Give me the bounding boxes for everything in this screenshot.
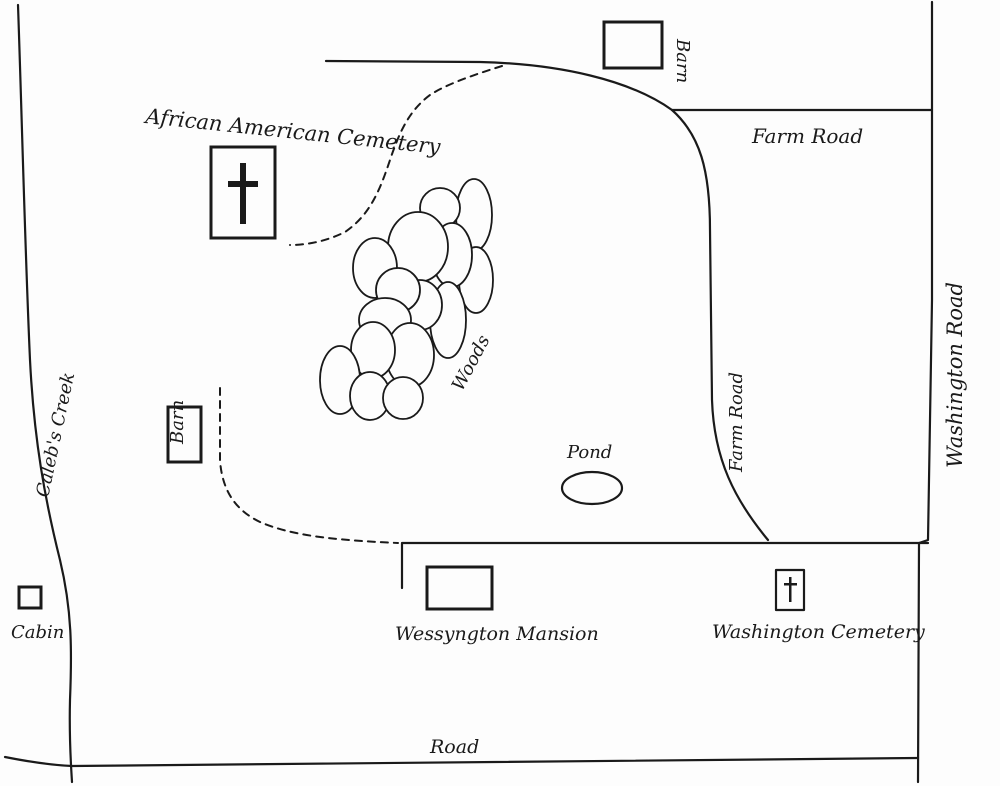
african-american-cemetery-label: African American Cemetery bbox=[142, 104, 442, 159]
tree-icon bbox=[382, 376, 424, 420]
farm-road-top-label: Farm Road bbox=[751, 124, 863, 148]
road-label: Road bbox=[429, 736, 479, 758]
washington-cemetery-label: Washington Cemetery bbox=[712, 621, 925, 643]
calebs-creek-label: Caleb's Creek bbox=[32, 371, 79, 500]
cabin-label: Cabin bbox=[11, 622, 64, 643]
calebs-creek-line bbox=[16, 3, 74, 784]
dashed-path-left bbox=[219, 387, 399, 544]
barn-left-building bbox=[166, 405, 203, 464]
washington-cemetery-plot bbox=[774, 568, 806, 612]
cabin-building bbox=[17, 585, 43, 610]
barn-left-label: Barn bbox=[167, 400, 188, 445]
mansion-drive-line bbox=[400, 541, 930, 590]
wessyngton-mansion-label: Wessyngton Mansion bbox=[395, 623, 599, 645]
farm-road-side-label: Farm Road bbox=[726, 372, 747, 473]
dashed-path-top bbox=[289, 65, 503, 246]
wessyngton-mansion-building bbox=[425, 565, 494, 611]
barn-top-label: Barn bbox=[672, 38, 693, 83]
washington-road-label: Washington Road bbox=[943, 282, 967, 468]
woods-cluster bbox=[319, 178, 494, 421]
pond-label: Pond bbox=[566, 442, 612, 463]
african-american-cemetery-plot bbox=[209, 145, 277, 240]
road-line bbox=[3, 755, 920, 768]
pond-shape bbox=[560, 470, 624, 506]
barn-top-building bbox=[602, 20, 664, 70]
cross-icon bbox=[228, 163, 258, 224]
cross-icon bbox=[784, 577, 797, 602]
washington-road-line bbox=[916, 0, 934, 784]
farm-road-top-line bbox=[324, 59, 770, 542]
